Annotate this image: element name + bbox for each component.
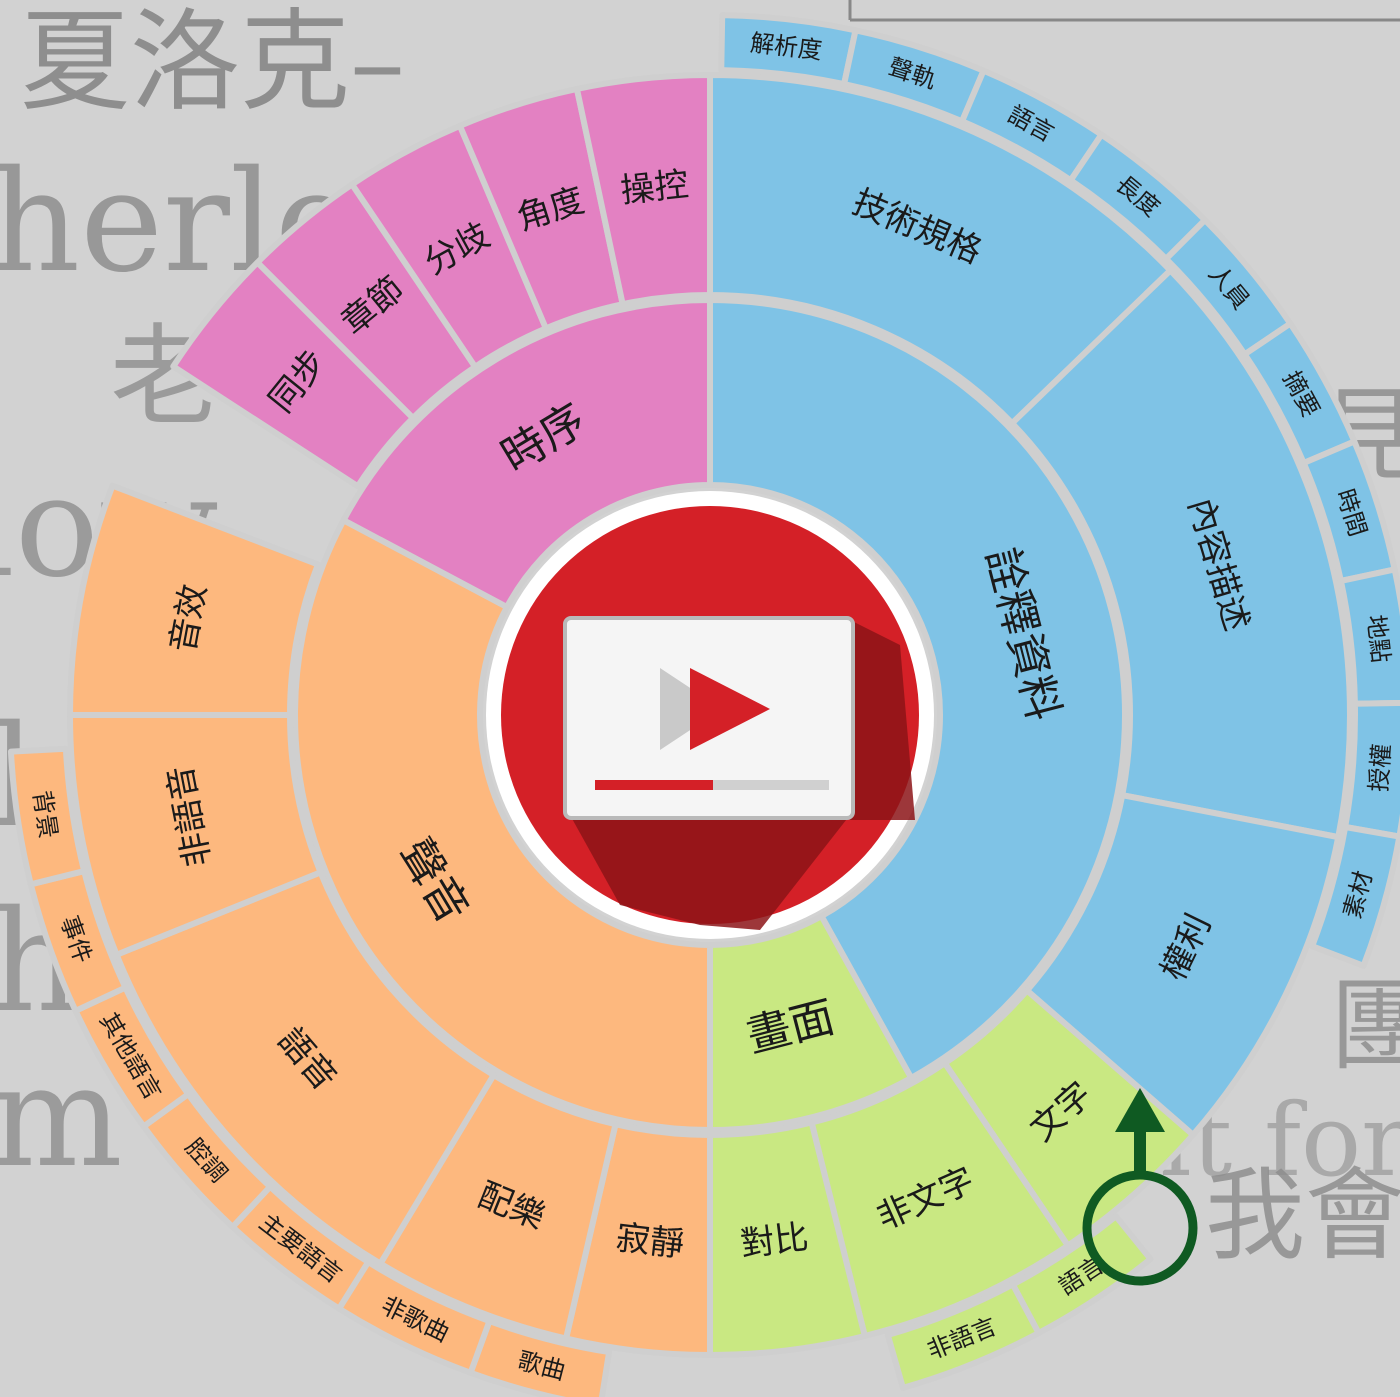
highlight-circle [1082, 1170, 1198, 1286]
segment-backdrop [7, 745, 88, 888]
segment-timing [340, 297, 713, 611]
segment-control [573, 72, 713, 308]
segment-material [1309, 824, 1400, 969]
sunburst-segments: 詮釋資料畫面聲音時序技術規格內容描述權利文字非文字對比寂靜配樂語音非語音音效同步… [7, 12, 1400, 1397]
segment-meta [707, 297, 1128, 1081]
center-logo [486, 491, 934, 939]
segment-label-control: 操控 [619, 164, 691, 211]
arrow-head-icon [1115, 1088, 1165, 1132]
segment-text-nonlang [884, 1281, 1042, 1391]
segment-sfx [67, 482, 321, 718]
background-text: 我會 [1205, 1157, 1400, 1274]
segment-label-place: 地點 [1362, 613, 1395, 664]
segment-label-silence: 寂靜 [614, 1218, 686, 1265]
highlight-annotation [1082, 1088, 1198, 1286]
segment-label-contrast: 對比 [738, 1217, 810, 1265]
segment-content [1009, 267, 1353, 841]
video-player-icon [563, 616, 915, 930]
segment-label-license: 授權 [1365, 743, 1397, 793]
background-text: 夏洛克– [20, 0, 405, 126]
background-text: 團 [1330, 967, 1400, 1084]
segment-tech [707, 72, 1174, 427]
segment-sound [292, 517, 713, 1133]
